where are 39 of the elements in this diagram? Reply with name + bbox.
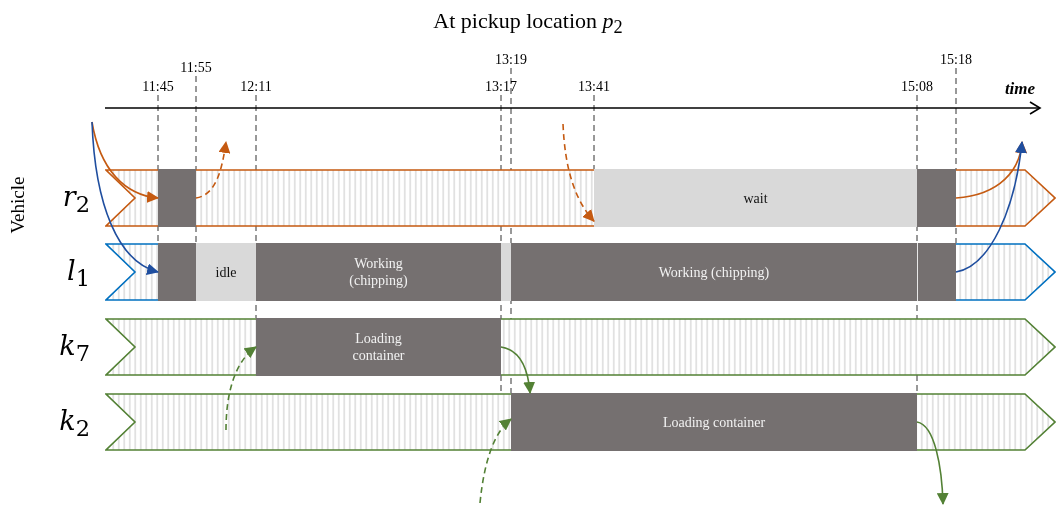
time-label: 12:11 [240, 79, 272, 95]
timeline-band [105, 393, 1056, 451]
arrow [91, 121, 159, 274]
activity-block: idle [196, 243, 256, 301]
row-label: k$_{7}$ [59, 330, 90, 369]
activity-bar [917, 243, 956, 301]
activity-block: Working (chipping) [256, 243, 501, 301]
title: At pickup location p$_{2}$ [432, 8, 624, 39]
time-label: 15:18 [940, 52, 972, 68]
activity-block: wait [594, 169, 917, 227]
arrow [955, 141, 1027, 273]
activity-bar [158, 169, 196, 227]
arrow [195, 141, 231, 199]
time-label: 13:41 [578, 79, 610, 95]
axis-label: time [1004, 81, 1036, 97]
arrow [916, 421, 949, 505]
arrow [562, 123, 595, 222]
time-label: 11:45 [142, 79, 174, 95]
row-label: k$_{2}$ [59, 405, 90, 444]
arrow [955, 141, 1027, 199]
time-label: 11:55 [180, 60, 212, 76]
timeline-band [105, 169, 1056, 227]
arrow [500, 346, 535, 394]
activity-bar [501, 243, 511, 301]
activity-block: Loading container [511, 393, 917, 451]
arrow [225, 346, 257, 431]
activity-bar [917, 169, 956, 227]
row-label: l$_{1}$ [67, 255, 90, 294]
time-label: 15:08 [901, 79, 933, 95]
activity-bar [158, 243, 196, 301]
axis-title: Vehicle [10, 176, 26, 234]
timeline-band [105, 318, 1056, 376]
activity-block: Loading container [256, 318, 501, 376]
timeline-band [105, 243, 1056, 301]
activity-block: Working (chipping) [511, 243, 917, 301]
arrow [479, 418, 512, 504]
time-label: 13:17 [485, 79, 517, 95]
row-label: r$_{2}$ [62, 181, 90, 220]
time-label: 13:19 [495, 52, 527, 68]
